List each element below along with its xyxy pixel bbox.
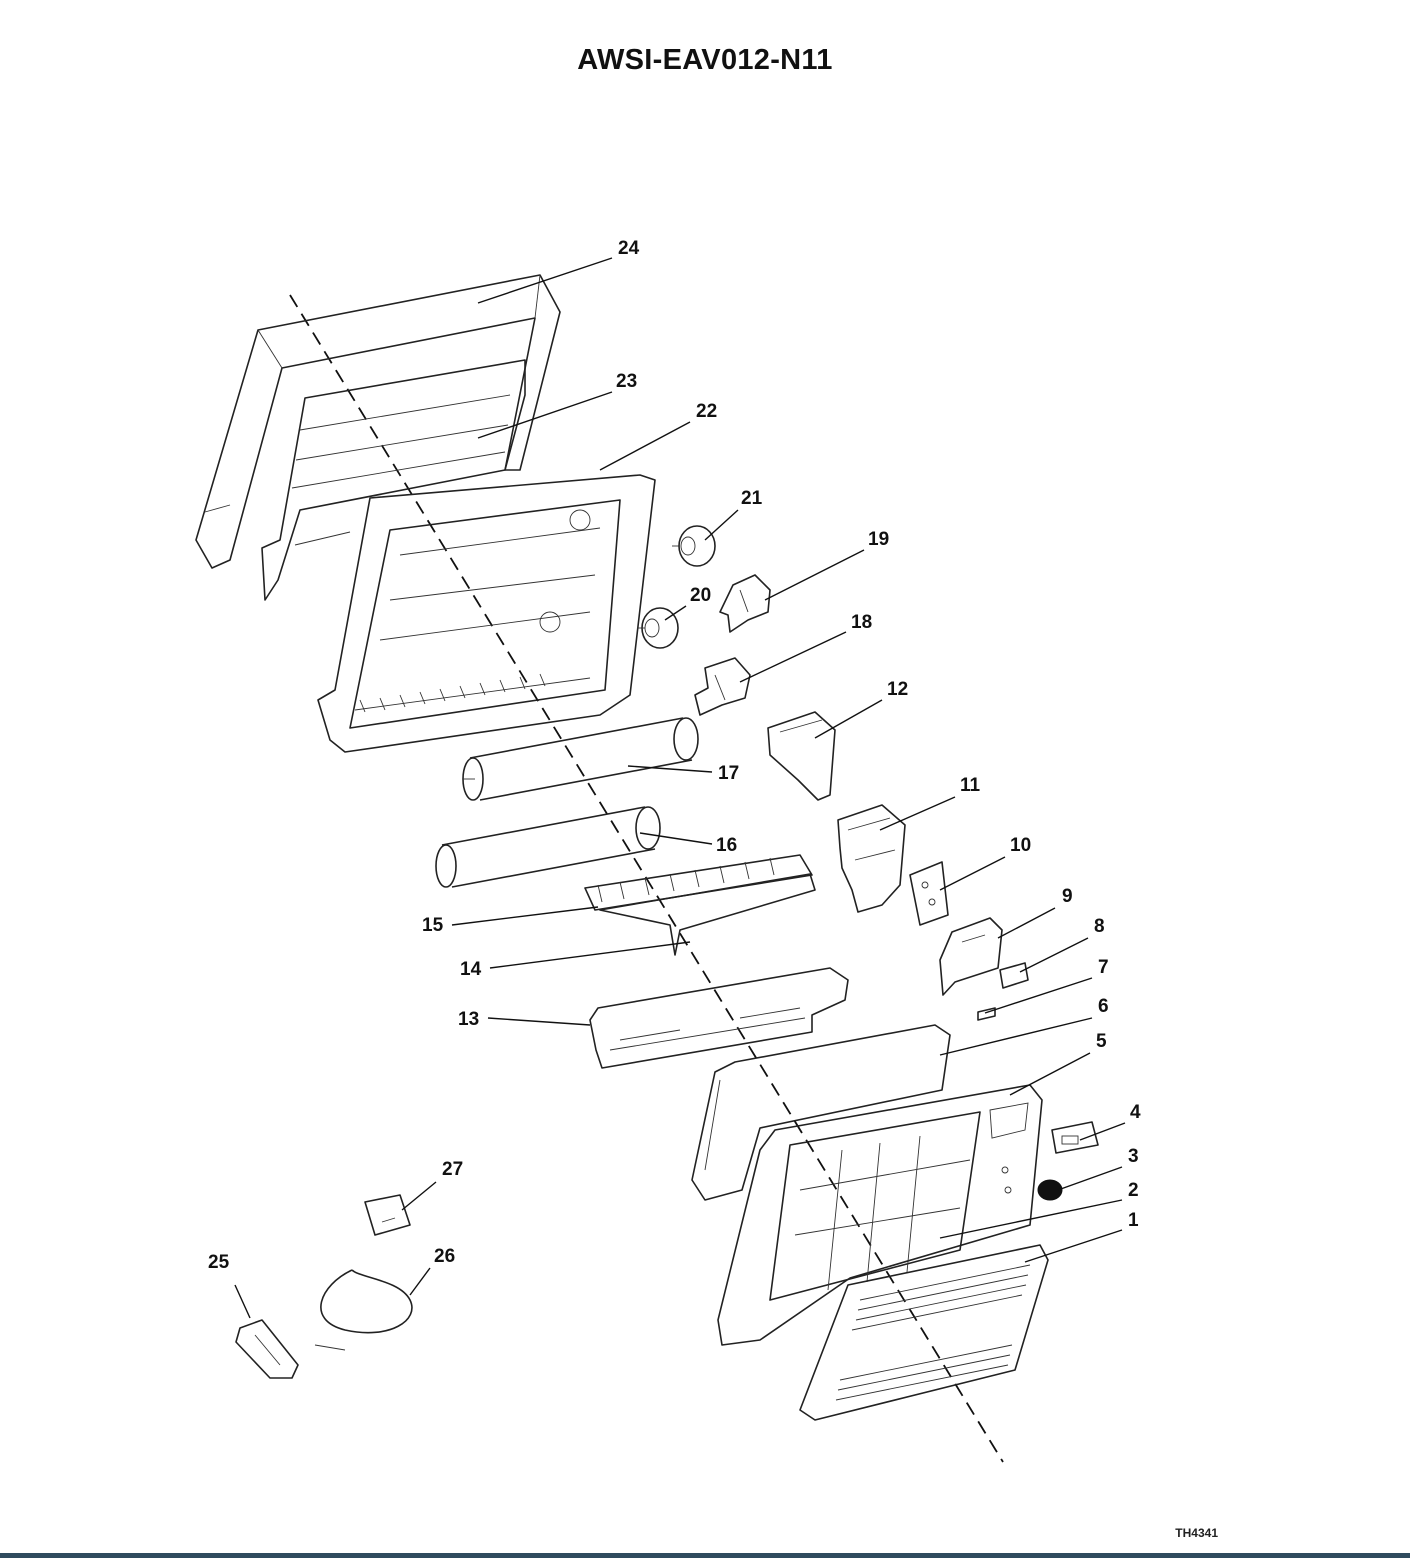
- part-5-front-cabinet: [717, 1084, 1043, 1346]
- callout-4: 4: [1130, 1102, 1141, 1123]
- part-17-cylinder: [462, 717, 699, 801]
- callout-22: 22: [696, 401, 717, 422]
- part-8-switch: [999, 962, 1029, 989]
- callout-3: 3: [1128, 1146, 1139, 1167]
- part-7-connector: [977, 1007, 996, 1021]
- callout-leaders: [234, 257, 1126, 1319]
- callout-6: 6: [1098, 996, 1109, 1017]
- part-22-chassis: [317, 474, 656, 753]
- part-21-motor: [672, 525, 716, 567]
- callout-25: 25: [208, 1252, 230, 1273]
- callout-5: 5: [1096, 1031, 1107, 1052]
- callout-26: 26: [434, 1246, 455, 1267]
- part-1-front-grille: [799, 1244, 1049, 1421]
- part-13-drain-tray: [589, 967, 849, 1069]
- part-25-remote: [235, 1319, 299, 1379]
- part-9-switch-bracket: [939, 917, 1003, 996]
- callout-9: 9: [1062, 886, 1073, 907]
- callout-27: 27: [442, 1159, 463, 1180]
- callout-14: 14: [460, 959, 482, 980]
- part-11-control-box: [837, 804, 906, 913]
- callout-13: 13: [458, 1009, 479, 1030]
- callout-17: 17: [718, 763, 739, 784]
- part-15-louver-assembly: [584, 854, 813, 911]
- callout-7: 7: [1098, 957, 1109, 978]
- part-3-knob: [1037, 1179, 1063, 1201]
- part-6-side-panel: [691, 1024, 951, 1201]
- callout-12: 12: [887, 679, 908, 700]
- part-24-top-frame: [195, 274, 561, 569]
- bottom-border: [0, 1553, 1410, 1558]
- part-26-cable: [314, 1269, 413, 1351]
- callout-18: 18: [851, 612, 872, 633]
- callout-1: 1: [1128, 1210, 1139, 1231]
- drawing-reference-number: TH4341: [1175, 1526, 1218, 1540]
- callout-24: 24: [618, 238, 640, 259]
- callout-15: 15: [422, 915, 444, 936]
- part-20-motor: [637, 607, 679, 649]
- part-16-cylinder: [435, 806, 661, 888]
- part-12-electrical-cover: [767, 711, 836, 801]
- callout-16: 16: [716, 835, 737, 856]
- callout-8: 8: [1094, 916, 1105, 937]
- part-4-label-plate: [1051, 1121, 1099, 1154]
- callout-20: 20: [690, 585, 711, 606]
- callout-10: 10: [1010, 835, 1031, 856]
- part-23-rear-panel: [261, 359, 526, 601]
- part-27-card: [364, 1194, 411, 1236]
- callout-21: 21: [741, 488, 763, 509]
- part-19-blower-housing: [719, 574, 771, 633]
- callout-19: 19: [868, 529, 889, 550]
- part-14-deflector: [599, 873, 816, 956]
- diagram-title: AWSI-EAV012-N11: [577, 44, 833, 76]
- callout-labels: 24 23 22 21 19 20 18 12 17 16 11 10 9 8 …: [208, 238, 1141, 1273]
- callout-23: 23: [616, 371, 637, 392]
- callout-2: 2: [1128, 1180, 1139, 1201]
- part-10-circuit-board: [909, 861, 949, 926]
- part-18-blower-housing: [694, 657, 751, 716]
- callout-11: 11: [960, 775, 981, 796]
